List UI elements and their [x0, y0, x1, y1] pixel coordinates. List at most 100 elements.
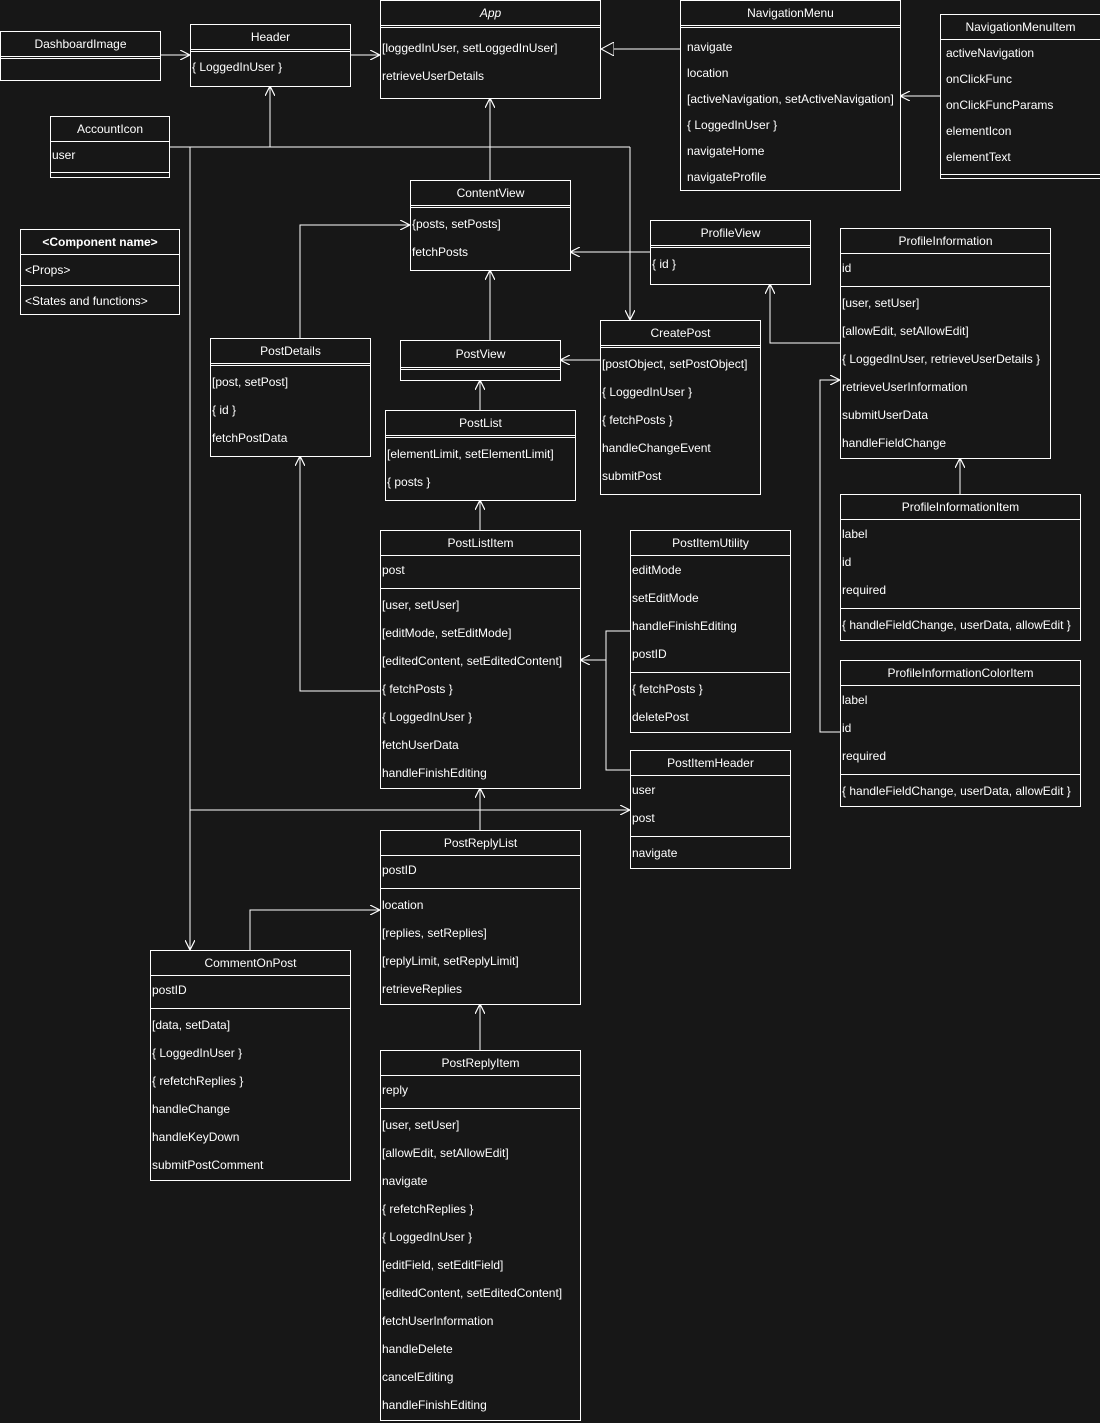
class-title: ProfileInformationItem [841, 495, 1080, 520]
class-post-item-utility: PostItemUtility editMode setEditMode han… [630, 530, 791, 733]
prop-item: id [842, 721, 852, 735]
state-item: navigate [632, 846, 678, 860]
class-title: DashboardImage [1, 32, 160, 59]
prop-item: elementIcon [946, 124, 1012, 138]
class-profile-information: ProfileInformation id [user, setUser] [a… [840, 228, 1051, 459]
state-item: [user, setUser] [842, 296, 920, 310]
class-post-details: PostDetails [post, setPost] { id } fetch… [210, 338, 371, 457]
state-item: [elementLimit, setElementLimit] [387, 447, 554, 461]
prop-item: reply [382, 1083, 409, 1097]
state-item: [user, setUser] [382, 1118, 460, 1132]
edge-commentonpost-postreplylist [249, 910, 379, 950]
edge-profilecoloritem-profileinfo [819, 380, 840, 733]
state-item: {posts, setPosts] [412, 217, 501, 231]
class-app: App [loggedInUser, setLoggedInUser] retr… [380, 0, 601, 99]
state-item: { fetchPosts } [602, 413, 673, 427]
state-item: handleChangeEvent [602, 441, 711, 455]
state-item: deletePost [632, 710, 689, 724]
state-item: handleFieldChange [842, 436, 947, 450]
state-item: { fetchPosts } [382, 682, 453, 696]
class-post-reply-item: PostReplyItem reply [user, setUser] [all… [380, 1050, 581, 1421]
state-item: [post, setPost] [212, 375, 289, 389]
class-dashboard-image: DashboardImage [0, 31, 161, 81]
class-title: App [381, 1, 600, 28]
state-item: handleKeyDown [152, 1130, 240, 1144]
prop-item: postID [632, 647, 667, 661]
edge-postitemutility-postlistitem [605, 630, 630, 660]
edge-postdetails-contentview [299, 225, 409, 338]
prop-item: handleFinishEditing [632, 619, 737, 633]
legend-states: <States and functions> [25, 294, 148, 308]
state-item: [activeNavigation, setActiveNavigation] [687, 92, 894, 106]
prop-item: label [842, 693, 868, 707]
state-item: retrieveReplies [382, 982, 463, 996]
prop-item: id [842, 555, 852, 569]
edge-postitemheader-postlistitem [581, 660, 630, 771]
state-item: submitPost [602, 469, 662, 483]
prop-item: id [842, 261, 852, 275]
state-item: { posts } [387, 475, 431, 489]
state-item: location [382, 898, 424, 912]
class-post-view: PostView [400, 340, 561, 381]
class-post-reply-list: PostReplyList postID location [replies, … [380, 830, 581, 1005]
prop-item: post [382, 563, 405, 577]
class-title: PostList [386, 411, 575, 438]
class-title: PostItemHeader [631, 751, 790, 776]
state-item: { handleFieldChange, userData, allowEdit… [842, 784, 1071, 798]
state-item: fetchUserInformation [382, 1314, 494, 1328]
prop-item: required [842, 583, 887, 597]
state-item: location [687, 66, 729, 80]
class-title: PostReplyItem [381, 1051, 580, 1076]
legend-props: <Props> [25, 263, 71, 277]
class-title: Header [191, 25, 350, 52]
state-item: { handleFieldChange, userData, allowEdit… [842, 618, 1071, 632]
class-navigation-menu-item: NavigationMenuItem activeNavigation onCl… [940, 14, 1100, 179]
legend-box: <Component name> <Props> <States and fun… [20, 229, 180, 315]
class-profile-information-item: ProfileInformationItem label id required… [840, 494, 1081, 641]
class-title: CommentOnPost [151, 951, 350, 976]
state-item: navigate [382, 1174, 428, 1188]
state-item: { LoggedInUser } [152, 1046, 243, 1060]
state-item: navigateHome [687, 144, 765, 158]
state-item: [replies, setReplies] [382, 926, 487, 940]
edge-profileinfo-profileview [770, 285, 840, 344]
state-item: handleDelete [382, 1342, 453, 1356]
class-comment-on-post: CommentOnPost postID [data, setData] { L… [150, 950, 351, 1181]
prop-item: required [842, 749, 887, 763]
state-item: [editedContent, setEditedContent] [382, 654, 563, 668]
state-item: { refetchReplies } [382, 1202, 474, 1216]
class-title: AccountIcon [51, 117, 169, 142]
state-item: [editedContent, setEditedContent] [382, 1286, 563, 1300]
class-title: PostListItem [381, 531, 580, 556]
prop-item: user [632, 783, 656, 797]
class-title: PostView [401, 341, 560, 370]
edge-postlistitem-postdetails [300, 457, 380, 692]
state-item: [allowEdit, setAllowEdit] [842, 324, 969, 338]
state-item: retrieveUserInformation [842, 380, 968, 394]
class-content-view: ContentView {posts, setPosts] fetchPosts [410, 180, 571, 271]
class-post-list-item: PostListItem post [user, setUser] [editM… [380, 530, 581, 789]
prop-item: onClickFunc [946, 72, 1013, 86]
class-header: Header { LoggedInUser } [190, 24, 351, 87]
class-post-list: PostList [elementLimit, setElementLimit]… [385, 410, 576, 501]
class-title: PostItemUtility [631, 531, 790, 556]
prop-item: onClickFuncParams [946, 98, 1054, 112]
class-title: ProfileView [651, 221, 810, 248]
class-account-icon: AccountIcon user [50, 116, 170, 178]
state-item: { refetchReplies } [152, 1074, 244, 1088]
prop-item: setEditMode [632, 591, 699, 605]
prop-item: post [632, 811, 655, 825]
class-title: PostReplyList [381, 831, 580, 856]
state-item: navigateProfile [687, 170, 767, 184]
state-item: { LoggedInUser } [382, 710, 473, 724]
state-item: [editMode, setEditMode] [382, 626, 512, 640]
state-item: retrieveUserDetails [382, 69, 485, 83]
class-post-item-header: PostItemHeader user post navigate [630, 750, 791, 869]
state-item: [loggedInUser, setLoggedInUser] [382, 41, 558, 55]
class-title: NavigationMenu [681, 1, 900, 28]
state-item: { LoggedInUser } [687, 118, 778, 132]
prop-item: elementText [946, 150, 1011, 164]
state-item: { id } [212, 403, 237, 417]
state-item: { LoggedInUser, retrieveUserDetails } [842, 352, 1041, 366]
class-create-post: CreatePost [postObject, setPostObject] {… [600, 320, 761, 495]
